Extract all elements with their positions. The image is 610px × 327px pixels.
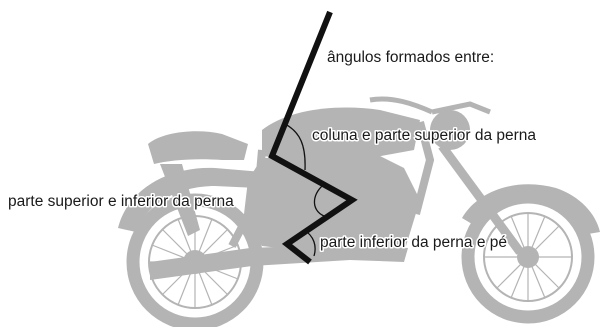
exhaust bbox=[150, 244, 408, 280]
diagram-heading: ângulos formados entre: bbox=[327, 49, 494, 66]
front-fender bbox=[462, 184, 600, 234]
seat bbox=[148, 131, 248, 164]
frame bbox=[228, 120, 435, 248]
headlight bbox=[430, 110, 470, 150]
handlebars bbox=[369, 96, 491, 115]
motorcycle-silhouette bbox=[118, 96, 600, 327]
leg-posture-line bbox=[268, 10, 358, 265]
front-fork bbox=[438, 143, 524, 255]
front-wheel bbox=[461, 190, 595, 324]
fuel-tank bbox=[262, 107, 420, 160]
hip-angle-arc bbox=[284, 123, 306, 171]
rear-fender bbox=[118, 167, 262, 232]
knee-angle-arc bbox=[313, 182, 327, 217]
rear-frame bbox=[160, 164, 200, 236]
label-ankle-angle: parte inferior da perna e pé bbox=[320, 234, 507, 251]
label-trunk-thigh-angle: coluna e parte superior da perna bbox=[312, 127, 536, 144]
label-knee-angle: parte superior e inferior da perna bbox=[8, 193, 234, 210]
engine bbox=[244, 156, 420, 254]
ankle-angle-arc bbox=[303, 229, 316, 257]
